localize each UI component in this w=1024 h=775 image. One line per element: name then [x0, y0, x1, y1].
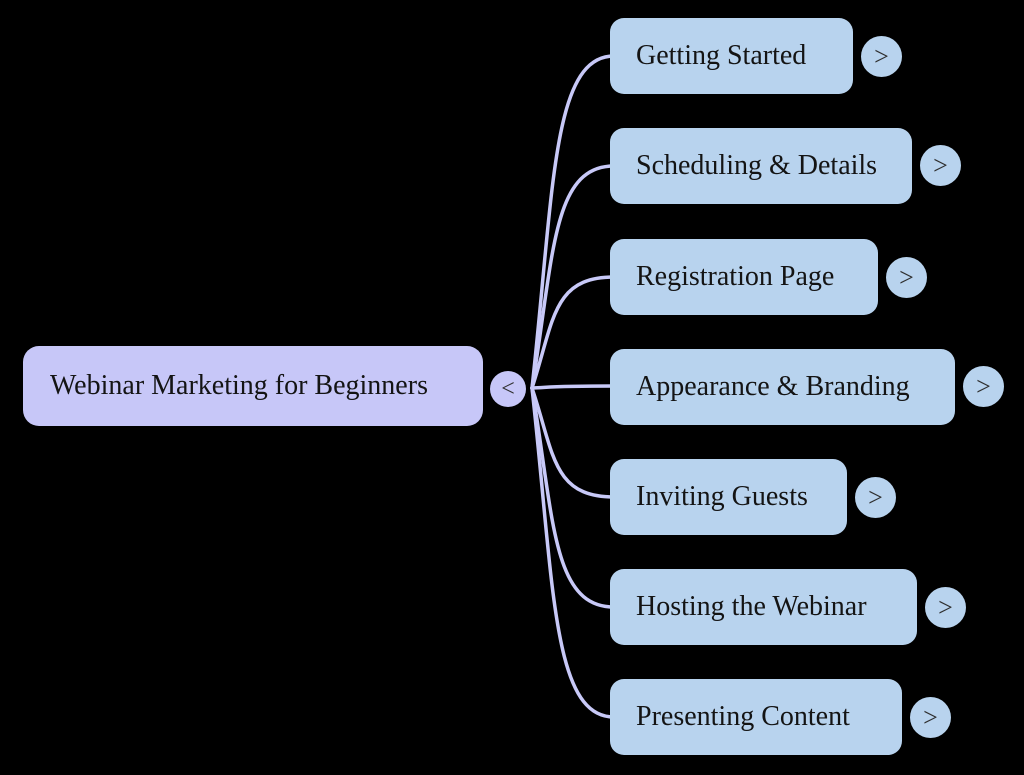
root-node[interactable]: Webinar Marketing for Beginners — [23, 346, 483, 426]
expand-button-inviting-guests[interactable]: > — [855, 477, 896, 518]
node-label: Registration Page — [636, 261, 835, 292]
expand-icon: > — [899, 262, 914, 292]
expand-button-presenting-content[interactable]: > — [910, 697, 951, 738]
node-getting-started[interactable]: Getting Started — [610, 18, 853, 94]
node-appearance-branding[interactable]: Appearance & Branding — [610, 349, 955, 425]
edge-inviting-guests — [530, 386, 616, 499]
node-label: Scheduling & Details — [636, 150, 878, 181]
expand-icon: > — [938, 592, 953, 622]
edge-getting-started — [530, 54, 616, 390]
node-registration-page[interactable]: Registration Page — [610, 239, 878, 315]
collapse-button[interactable]: < — [490, 371, 526, 407]
expand-icon: > — [874, 41, 889, 71]
root-node-label: Webinar Marketing for Beginners — [50, 370, 428, 401]
expand-button-scheduling-details[interactable]: > — [920, 145, 961, 186]
expand-button-getting-started[interactable]: > — [861, 36, 902, 77]
node-label: Inviting Guests — [636, 481, 808, 512]
edge-scheduling-details — [530, 164, 616, 390]
collapse-icon: < — [501, 376, 515, 402]
edge-appearance-branding — [530, 384, 616, 390]
expand-icon: > — [923, 702, 938, 732]
edge-registration-page — [530, 275, 616, 390]
node-inviting-guests[interactable]: Inviting Guests — [610, 459, 847, 535]
node-label: Appearance & Branding — [636, 371, 910, 402]
node-presenting-content[interactable]: Presenting Content — [610, 679, 902, 755]
expand-button-appearance-branding[interactable]: > — [963, 366, 1004, 407]
node-label: Getting Started — [636, 40, 807, 71]
edge-presenting-content — [530, 386, 616, 719]
node-hosting-webinar[interactable]: Hosting the Webinar — [610, 569, 917, 645]
expand-icon: > — [933, 150, 948, 180]
expand-icon: > — [868, 482, 883, 512]
node-label: Hosting the Webinar — [636, 591, 867, 622]
expand-icon: > — [976, 371, 991, 401]
expand-button-registration-page[interactable]: > — [886, 257, 927, 298]
node-label: Presenting Content — [636, 701, 850, 732]
node-scheduling-details[interactable]: Scheduling & Details — [610, 128, 912, 204]
expand-button-hosting-webinar[interactable]: > — [925, 587, 966, 628]
edge-hosting-webinar — [530, 386, 616, 609]
